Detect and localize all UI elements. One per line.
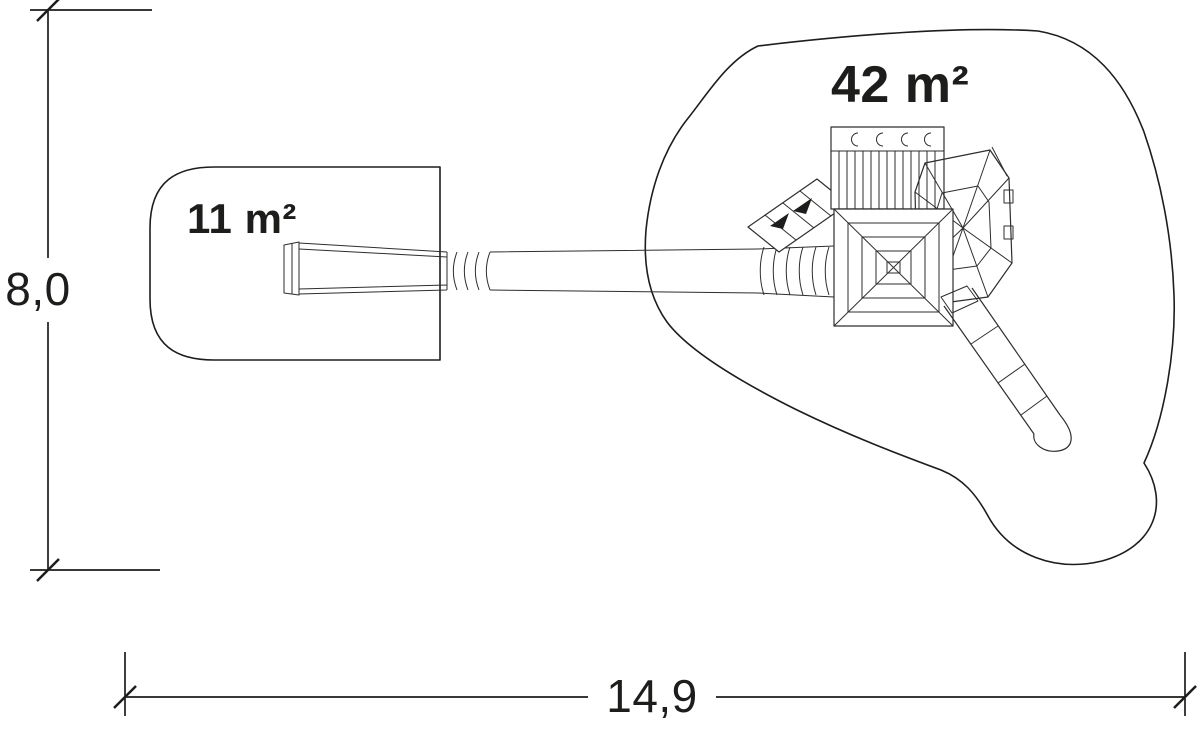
dimension-width-tick-right <box>1173 685 1197 709</box>
tunnel-segment-rings-right <box>759 246 830 296</box>
dimension-width: 14,9 <box>113 652 1197 722</box>
slide-entry-step <box>940 285 979 314</box>
tower-roof-diagonals <box>833 208 954 327</box>
safety-zone-small-outline <box>149 166 441 361</box>
safety-zone-large: 42 m² <box>644 28 1176 566</box>
tunnel-tube <box>489 248 759 294</box>
tunnel-slide <box>283 241 835 298</box>
tunnel-tower-connection <box>757 245 835 298</box>
slide <box>940 285 1072 452</box>
tunnel-segment-rings-left <box>452 251 491 291</box>
dimension-height-tick-bottom <box>36 558 60 582</box>
dimension-height-tick-top <box>36 0 60 22</box>
safety-zone-large-outline <box>644 28 1176 566</box>
tower-roof-ring-2 <box>861 236 926 299</box>
tower-roof-ring-3 <box>875 250 912 285</box>
slide-edges <box>943 287 1061 435</box>
octagon-railing-posts <box>991 146 1014 240</box>
dimension-height-label: 8,0 <box>5 263 70 315</box>
upper-deck <box>830 126 945 210</box>
dimension-width-label: 14,9 <box>606 670 698 722</box>
ramp-direction-arrow-icon <box>770 198 812 229</box>
tunnel-exit-cap <box>283 241 300 296</box>
dimension-height: 8,0 <box>5 0 160 582</box>
tower-roof-ring-4 <box>886 261 901 274</box>
deck-post-marks <box>851 132 932 147</box>
slide-crossbars <box>970 325 1048 416</box>
slide-end-cap <box>1033 414 1072 452</box>
tower-roof-ring-1 <box>847 222 940 313</box>
dimension-width-tick-left <box>113 685 137 709</box>
tunnel-flare <box>298 242 448 295</box>
tower-roof <box>833 208 954 327</box>
safety-zone-small: 11 m² <box>149 166 441 361</box>
zone-large-label: 42 m² <box>831 56 969 114</box>
zone-small-label: 11 m² <box>187 195 297 242</box>
